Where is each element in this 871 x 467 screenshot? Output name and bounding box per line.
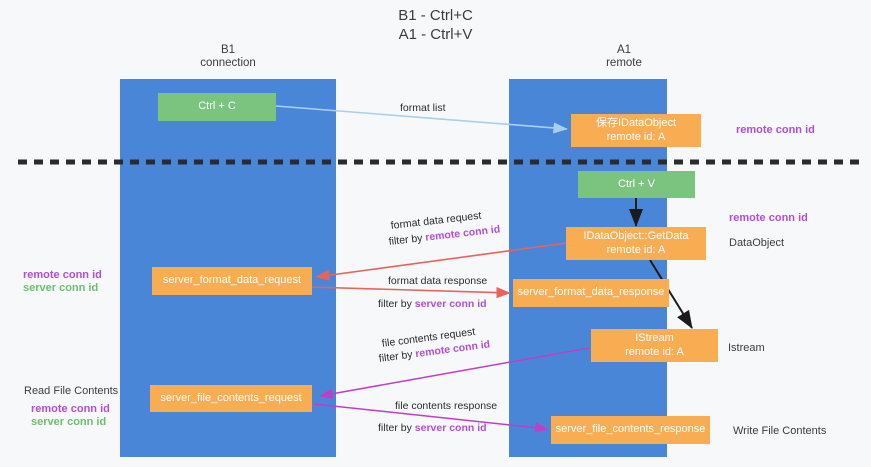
edge-filter-file-contents-response-key: server conn id xyxy=(414,422,487,434)
annotation-left-remote-conn-id: remote conn id xyxy=(23,269,102,281)
annotation-right-remote-conn-top: remote conn id xyxy=(736,124,815,136)
swimlane-header-a1: A1 remote xyxy=(509,44,739,70)
node-server-format-data-response-label: server_format_data_response xyxy=(517,286,665,299)
node-server-format-data-request[interactable]: server_format_data_request xyxy=(152,267,312,295)
edge-filter-format-data-response: filter by server conn id xyxy=(378,297,487,311)
edge-label-format-list: format list xyxy=(400,102,446,114)
title-line-2: A1 - Ctrl+V xyxy=(398,26,473,43)
annotation-left-server-conn-id: server conn id xyxy=(23,282,99,294)
node-istream-label: IStream xyxy=(635,332,674,344)
node-ctrl-c[interactable]: Ctrl + C xyxy=(158,93,276,121)
annotation-left-read-file-contents: Read File Contents xyxy=(24,385,119,397)
swimlane-header-b1: B1 connection xyxy=(120,44,336,70)
node-save-dataobject[interactable]: 保存IDataObject remote id: A xyxy=(571,114,701,147)
edge-filter-file-contents-response-prefix: filter by xyxy=(378,422,415,434)
node-save-dataobject-label: 保存IDataObject xyxy=(595,117,677,129)
edge-filter-format-data-request-prefix: filter by xyxy=(388,231,427,248)
node-getdata-remote-id: remote id: A xyxy=(606,243,666,256)
node-getdata-label: IDataObject::GetData xyxy=(583,230,689,242)
edge-label-file-contents-response: file contents response xyxy=(395,400,498,412)
edge-label-format-data-response: format data response xyxy=(388,275,488,287)
node-istream[interactable]: IStream remote id: A xyxy=(591,329,718,362)
node-server-format-data-request-label: server_format_data_request xyxy=(162,274,302,287)
edge-filter-file-contents-request-prefix: filter by xyxy=(378,348,417,365)
node-getdata[interactable]: IDataObject::GetData remote id: A xyxy=(566,227,706,260)
node-server-file-contents-response[interactable]: server_file_contents_response xyxy=(551,416,710,444)
swimlane-b1-role: connection xyxy=(200,57,256,69)
node-server-file-contents-request[interactable]: server_file_contents_request xyxy=(150,385,312,412)
edge-filter-format-data-response-key: server conn id xyxy=(414,298,487,310)
swimlane-a1-name: A1 xyxy=(616,44,632,56)
annotation-left-remote-conn-id-2: remote conn id xyxy=(31,403,110,415)
node-istream-remote-id: remote id: A xyxy=(625,345,684,358)
node-server-file-contents-request-label: server_file_contents_request xyxy=(160,391,302,404)
edge-filter-format-data-response-prefix: filter by xyxy=(378,298,415,310)
swimlane-a1-role: remote xyxy=(606,57,642,69)
node-save-dataobject-remote-id: remote id: A xyxy=(606,130,666,143)
annotation-right-istream: Istream xyxy=(728,342,765,354)
edge-filter-file-contents-response: filter by server conn id xyxy=(378,421,487,435)
annotation-right-dataobject: DataObject xyxy=(729,237,785,249)
swimlane-b1-name: B1 xyxy=(220,44,236,56)
title-line-1: B1 - Ctrl+C xyxy=(398,7,473,24)
node-server-format-data-response[interactable]: server_format_data_response xyxy=(513,279,669,307)
node-server-file-contents-response-label: server_file_contents_response xyxy=(555,423,706,436)
annotation-right-remote-conn-mid: remote conn id xyxy=(729,212,808,224)
node-ctrl-v[interactable]: Ctrl + V xyxy=(578,171,695,198)
annotation-right-write-file-contents: Write File Contents xyxy=(733,425,827,437)
node-ctrl-c-label: Ctrl + C xyxy=(198,100,236,113)
annotation-left-server-conn-id-2: server conn id xyxy=(31,416,107,428)
diagram-title: B1 - Ctrl+C A1 - Ctrl+V xyxy=(0,6,871,44)
node-ctrl-v-label: Ctrl + V xyxy=(618,177,655,190)
